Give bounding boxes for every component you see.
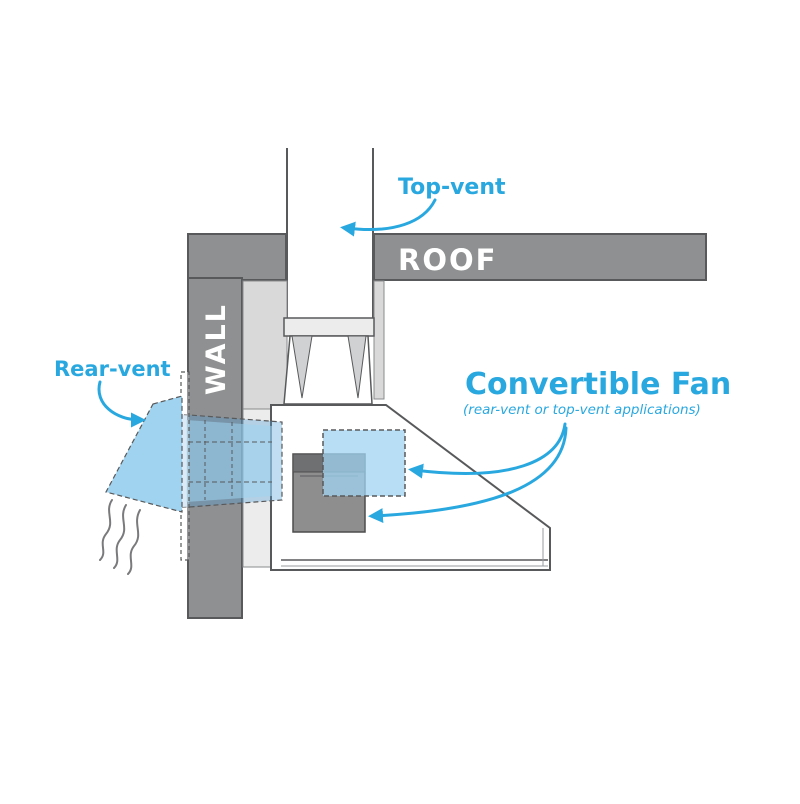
roof-label: ROOF (398, 243, 497, 277)
chimney-cover-left (242, 280, 288, 410)
top-vent-duct (286, 148, 374, 323)
callout-arrows (97, 198, 568, 524)
top-vent-arrow (340, 198, 437, 237)
convertible-fan-label: Convertible Fan (465, 367, 731, 402)
rear-vent-arrow (97, 380, 146, 428)
top-vent-label: Top-vent (398, 175, 506, 200)
rear-vent-duct (175, 413, 283, 509)
rear-vent-label: Rear-vent (54, 357, 171, 381)
convertible-fan-outline (322, 429, 406, 497)
convertible-fan-sublabel: (rear-vent or top-vent applications) (463, 402, 701, 418)
roof-slab-left (187, 233, 287, 281)
fan-arrow-upper (408, 422, 567, 479)
exhaust-air-lines (99, 499, 141, 575)
rear-vent-cap (105, 395, 183, 513)
top-vent-transition (283, 317, 375, 405)
chimney-cover-right (373, 280, 385, 400)
fan-arrow-lower (368, 426, 568, 524)
roof-slab-right (373, 233, 707, 281)
wall-label: WALL (201, 303, 232, 395)
